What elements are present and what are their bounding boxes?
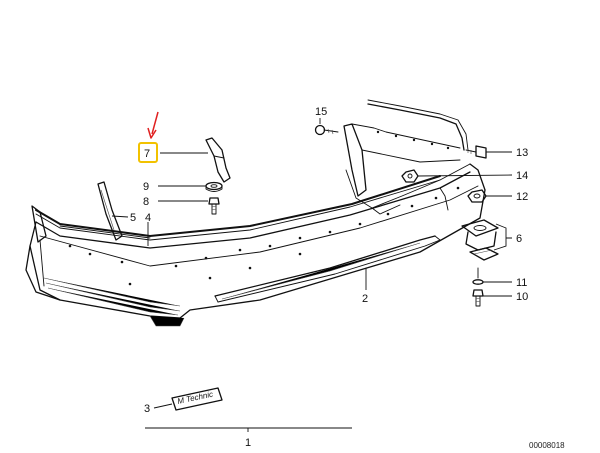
bracket-7 [205,137,231,183]
left-end-bracket [31,205,47,243]
washer-9 [205,181,223,192]
screw-13 [465,145,487,159]
washer-11 [472,279,484,285]
callout-5: 5 [130,212,136,224]
callout-8: 8 [143,196,149,208]
callout-14: 14 [516,170,528,182]
trim-strip [35,175,441,239]
nut-14 [401,169,419,183]
callout-4: 4 [145,212,151,224]
reference-code: 00008018 [529,441,565,450]
callout-3: 3 [144,403,150,415]
callout-1: 1 [245,437,251,449]
side-trim-strip [367,99,469,151]
callout-9: 9 [143,181,149,193]
nut-12 [467,189,487,203]
highlight-box [138,142,158,163]
side-bracket [343,123,461,197]
callout-2: 2 [362,293,368,305]
screw-15 [314,124,339,136]
callout-6: 6 [516,233,522,245]
bolt-8 [208,197,220,215]
red-arrow [147,111,159,139]
mount-6 [461,219,499,261]
callout-10: 10 [516,291,528,303]
callout-13: 13 [516,147,528,159]
callout-labels: 7 9 8 5 4 15 13 14 12 6 11 10 2 3 1 [130,106,528,449]
callout-12: 12 [516,191,528,203]
bumper-cover [25,163,486,327]
callout-11: 11 [516,277,527,289]
bolt-10 [472,267,484,307]
leader-lines [111,118,513,432]
side-piece-5 [97,181,123,241]
callout-7: 7 [144,148,150,160]
callout-15: 15 [315,106,327,118]
m-technic-badge: M Technic [171,387,223,411]
